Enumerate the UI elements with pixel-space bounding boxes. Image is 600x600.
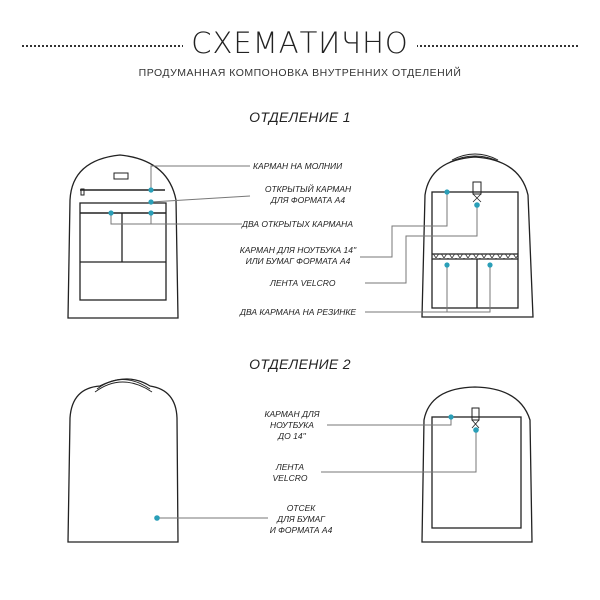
label-laptop-line1: КАРМАН ДЛЯ [264, 409, 320, 419]
backpack-front-compartment1 [67, 154, 179, 319]
label-compartment-line2: ДЛЯ БУМАГ [277, 514, 325, 524]
label-open-pocket-a4-line2: ДЛЯ ФОРМАТА А4 [270, 195, 346, 205]
section-2-title: ОТДЕЛЕНИЕ 2 [249, 356, 351, 372]
label-laptop-pocket-14-line1: КАРМАН ДЛЯ НОУТБУКА 14'' [239, 245, 357, 255]
title-dotted-rule-left [22, 45, 188, 47]
label-open-pocket-a4-line1: ОТКРЫТЫЙ КАРМАН [264, 184, 352, 194]
title-dotted-rule-right [412, 45, 578, 47]
leaders-section1-left [110, 165, 251, 225]
label-paper-compartment: ОТСЕК ДЛЯ БУМАГ И ФОРМАТА А4 [264, 503, 338, 536]
label-open-pocket-a4: ОТКРЫТЫЙ КАРМАН ДЛЯ ФОРМАТА А4 [248, 184, 368, 206]
elastic-band [432, 254, 518, 259]
label-two-elastic-pockets: ДВА КАРМАНА НА РЕЗИНКЕ [240, 307, 357, 317]
label-velcro-line1: ЛЕНТА [275, 462, 305, 472]
label-velcro-strip: ЛЕНТА VELCRO [270, 278, 336, 288]
label-laptop-line3: ДО 14'' [278, 431, 306, 441]
page-title: СХЕМАТИЧНО [0, 26, 600, 60]
backpack-inside-compartment2 [421, 386, 533, 543]
leaders-section1-right [360, 192, 491, 313]
label-laptop-line2: НОУТБУКА [270, 420, 314, 430]
label-compartment-line3: И ФОРМАТА А4 [269, 525, 333, 535]
section-1-title: ОТДЕЛЕНИЕ 1 [249, 109, 351, 125]
label-velcro-tape: ЛЕНТА VELCRO [262, 462, 318, 484]
callout-dot-compartment [154, 515, 160, 521]
leaders-section2-right [321, 417, 477, 473]
label-laptop-pocket-up-to-14: КАРМАН ДЛЯ НОУТБУКА ДО 14'' [256, 409, 328, 442]
label-velcro-line2: VELCRO [272, 473, 308, 483]
label-zip-pocket: КАРМАН НА МОЛНИИ [253, 161, 343, 171]
label-laptop-pocket-14-line2: ИЛИ БУМАГ ФОРМАТА А4 [245, 256, 351, 266]
callout-dots-section2-right [448, 414, 479, 433]
label-compartment-line1: ОТСЕК [286, 503, 316, 513]
label-laptop-pocket-14: КАРМАН ДЛЯ НОУТБУКА 14'' ИЛИ БУМАГ ФОРМА… [236, 245, 360, 267]
callout-dots-section1-left [108, 187, 154, 216]
page-subtitle: ПРОДУМАННАЯ КОМПОНОВКА ВНУТРЕННИХ ОТДЕЛЕ… [138, 67, 462, 79]
label-two-open-pockets: ДВА ОТКРЫТЫХ КАРМАНА [242, 219, 353, 229]
callout-dots-section1-right [444, 189, 493, 268]
backpack-front-compartment2 [67, 378, 179, 543]
